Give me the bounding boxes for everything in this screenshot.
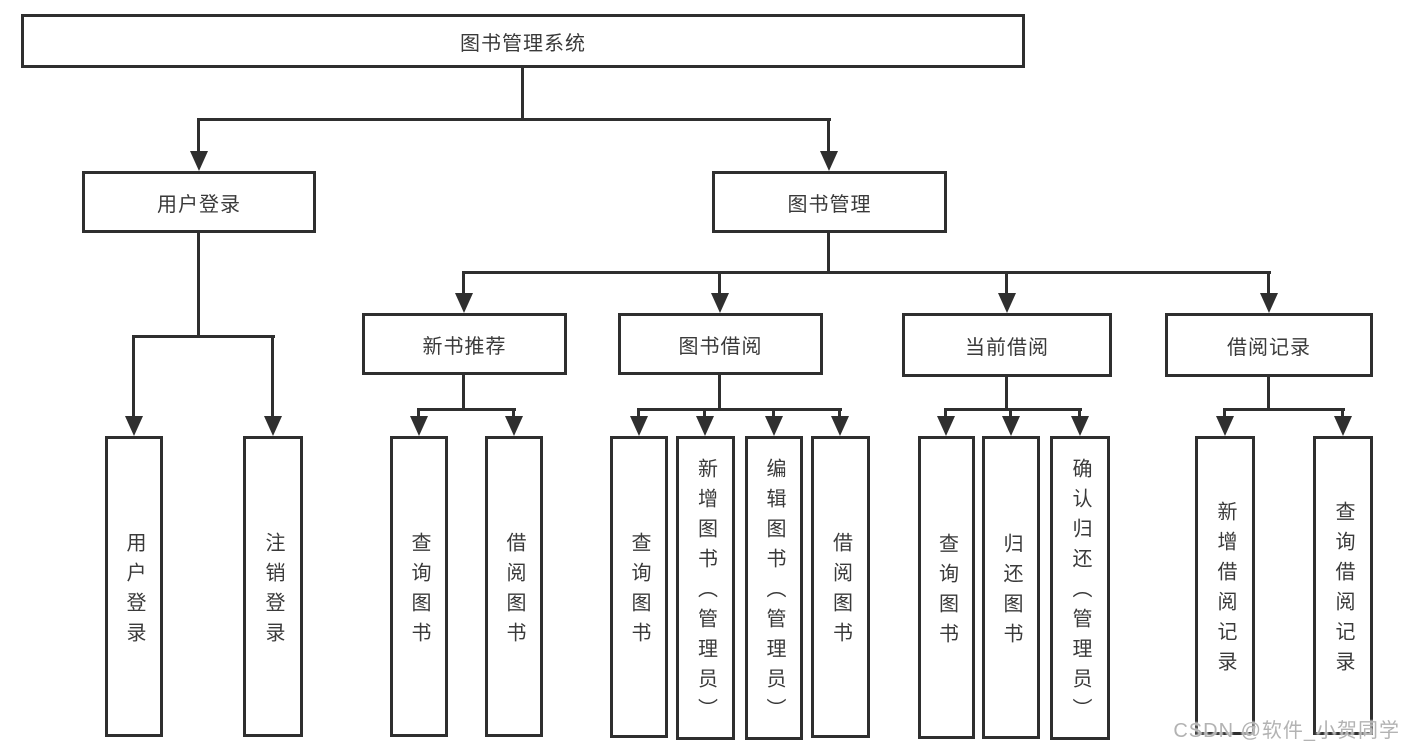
connector-root-split [198, 118, 831, 121]
node-leaf-bb-add: 新增图书（管理员） [676, 436, 735, 740]
connector-book-mgmt-split [464, 271, 1271, 274]
node-book-borrow: 图书借阅 [618, 313, 823, 375]
node-leaf-bb-edit-label: 编辑图书（管理员） [763, 458, 785, 728]
node-leaf-nbr-borrow-label: 借阅图书 [503, 531, 525, 652]
node-current-borrow: 当前借阅 [902, 313, 1112, 377]
node-leaf-br-query: 查询借阅记录 [1313, 436, 1373, 735]
node-new-book-rec-label: 新书推荐 [422, 335, 507, 358]
arrow-to-logout [264, 335, 282, 436]
node-leaf-bb-add-label: 新增图书（管理员） [694, 458, 717, 728]
node-new-book-rec: 新书推荐 [362, 313, 567, 375]
node-leaf-nbr-query: 查询图书 [390, 436, 448, 737]
csdn-watermark: CSDN @软件_小贺同学 [1173, 720, 1400, 742]
node-user-login: 用户登录 [82, 171, 316, 233]
arrow-to-br-add [1216, 408, 1234, 436]
arrow-to-bb-edit [765, 408, 783, 436]
arrow-to-cb-confirm [1071, 408, 1089, 436]
node-leaf-bb-borrow-label: 借阅图书 [829, 532, 852, 652]
arrow-to-new-book-rec [455, 271, 473, 313]
node-leaf-cb-return-label: 归还图书 [1000, 532, 1022, 653]
node-leaf-login: 用户登录 [105, 436, 163, 737]
connector-user-login-stem [197, 233, 200, 338]
connector-new-book-rec-split [419, 408, 516, 411]
node-user-login-label: 用户登录 [157, 193, 241, 216]
arrow-to-nbr-borrow [505, 408, 523, 436]
node-book-mgmt: 图书管理 [712, 171, 947, 233]
connector-root-stem [521, 68, 524, 121]
connector-borrow-records-stem [1267, 377, 1270, 411]
node-leaf-bb-edit: 编辑图书（管理员） [745, 436, 803, 740]
node-leaf-cb-query: 查询图书 [918, 436, 975, 739]
node-leaf-br-add: 新增借阅记录 [1195, 436, 1255, 735]
node-root-label: 图书管理系统 [460, 32, 586, 55]
node-borrow-records-label: 借阅记录 [1227, 336, 1311, 359]
arrow-to-cb-query [937, 408, 955, 436]
node-leaf-nbr-borrow: 借阅图书 [485, 436, 543, 737]
node-leaf-bb-query-label: 查询图书 [628, 532, 650, 652]
node-leaf-br-add-label: 新增借阅记录 [1214, 500, 1236, 681]
connector-book-borrow-split [639, 408, 842, 411]
node-leaf-cb-confirm-label: 确认归还（管理员） [1069, 458, 1091, 728]
node-book-borrow-label: 图书借阅 [678, 335, 763, 358]
arrow-to-book-borrow [711, 271, 729, 313]
node-leaf-nbr-query-label: 查询图书 [408, 531, 430, 652]
arrow-to-bb-add [696, 408, 714, 436]
node-leaf-bb-borrow: 借阅图书 [811, 436, 870, 738]
node-leaf-logout: 注销登录 [243, 436, 303, 737]
connector-user-login-split [134, 335, 275, 338]
arrow-to-user-login [190, 118, 208, 171]
node-leaf-login-label: 用户登录 [123, 531, 145, 652]
arrow-to-login [125, 335, 143, 436]
node-leaf-cb-confirm: 确认归还（管理员） [1050, 436, 1110, 740]
connector-current-borrow-stem [1005, 377, 1008, 411]
node-leaf-br-query-label: 查询借阅记录 [1332, 500, 1354, 681]
connector-book-mgmt-stem [827, 233, 830, 274]
arrow-to-cb-return [1002, 408, 1020, 436]
arrow-to-borrow-records [1260, 271, 1278, 313]
node-leaf-logout-label: 注销登录 [262, 531, 284, 652]
node-book-mgmt-label: 图书管理 [787, 193, 872, 216]
arrow-to-nbr-query [410, 408, 428, 436]
connector-book-borrow-stem [718, 375, 721, 411]
node-current-borrow-label: 当前借阅 [965, 336, 1049, 359]
node-leaf-cb-return: 归还图书 [982, 436, 1040, 739]
arrow-to-br-query [1334, 408, 1352, 436]
connector-current-borrow-split [946, 408, 1082, 411]
connector-new-book-rec-stem [462, 375, 465, 411]
node-leaf-cb-query-label: 查询图书 [935, 532, 958, 653]
node-leaf-bb-query: 查询图书 [610, 436, 668, 738]
arrow-to-bb-query [630, 408, 648, 436]
arrow-to-book-mgmt [820, 118, 838, 171]
node-borrow-records: 借阅记录 [1165, 313, 1373, 377]
node-root: 图书管理系统 [21, 14, 1025, 68]
arrow-to-current-borrow [998, 271, 1016, 313]
connector-borrow-records-split [1225, 408, 1345, 411]
arrow-to-bb-borrow [831, 408, 849, 436]
